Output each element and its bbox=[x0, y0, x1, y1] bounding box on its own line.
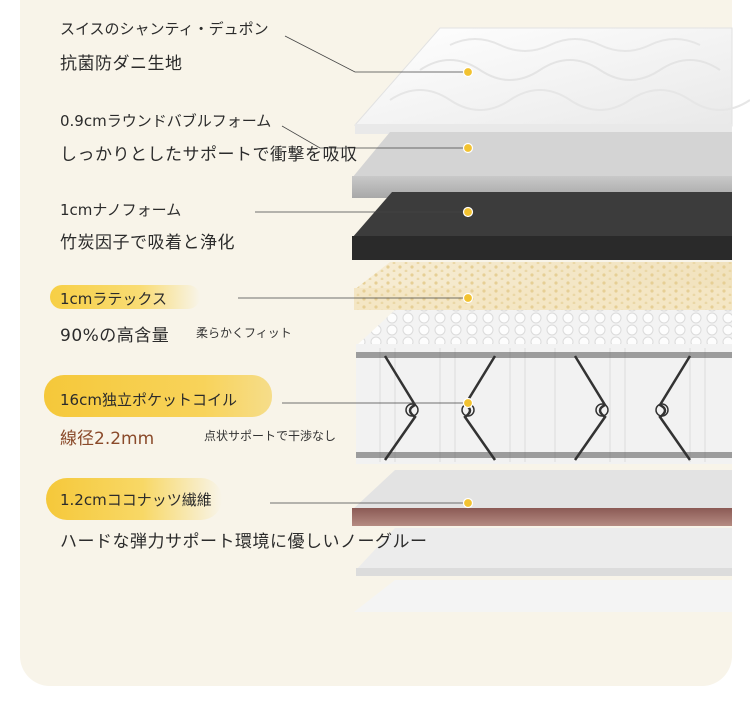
marker-dot bbox=[462, 142, 474, 154]
latex-label-highlight bbox=[50, 285, 200, 309]
layer-1-name: スイスのシャンティ・デュポン bbox=[60, 20, 269, 38]
layer-2-name: 0.9cmラウンドバブルフォーム bbox=[60, 112, 272, 130]
pocket-coil-layer bbox=[356, 310, 732, 464]
fabric-layer bbox=[353, 27, 750, 134]
marker-dot bbox=[462, 497, 474, 509]
layer-6-desc: ハードな弾力サポート環境に優しいノーグルー bbox=[60, 532, 428, 552]
layer-1-desc: 抗菌防ダニ生地 bbox=[60, 54, 183, 74]
layer-markers bbox=[462, 66, 474, 509]
leader-lines bbox=[238, 35, 468, 504]
layer-5-desc: 線径2.2mm bbox=[60, 429, 155, 449]
marker-dot bbox=[462, 397, 474, 409]
layer-5-note: 点状サポートで干渉なし bbox=[204, 429, 337, 443]
nano-foam-layer bbox=[352, 192, 732, 260]
marker-dot bbox=[462, 206, 474, 218]
base-layer bbox=[354, 528, 732, 612]
layer-5-name: 16cm独立ポケットコイル bbox=[60, 391, 237, 409]
marker-dot bbox=[462, 292, 474, 304]
coil-label-highlight bbox=[44, 375, 272, 417]
layer-4-note: 柔らかくフィット bbox=[196, 326, 292, 340]
coconut-fiber-layer bbox=[352, 470, 732, 526]
layer-2-desc: しっかりとしたサポートで衝撃を吸収 bbox=[60, 145, 358, 165]
bubble-foam-layer bbox=[352, 132, 732, 198]
layer-4-desc: 90%の高含量 bbox=[60, 326, 170, 346]
coconut-label-highlight bbox=[46, 478, 222, 520]
layer-6-name: 1.2cmココナッツ繊維 bbox=[60, 491, 212, 509]
layer-4-name: 1cmラテックス bbox=[60, 290, 167, 308]
layer-3-name: 1cmナノフォーム bbox=[60, 201, 182, 219]
latex-layer bbox=[354, 262, 732, 310]
marker-dot bbox=[462, 66, 474, 78]
layer-3-desc: 竹炭因子で吸着と浄化 bbox=[60, 233, 235, 253]
